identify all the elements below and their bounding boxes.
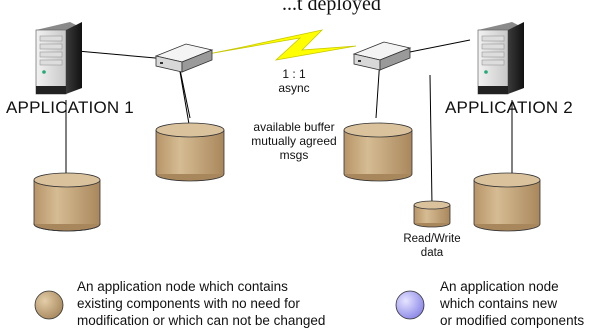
server-app2-icon [477,22,524,95]
lightning-bolt-icon [207,29,357,61]
legend-existing-line-3: modification or which can not be changed [77,313,326,328]
router-right-icon [352,41,412,71]
database-app2-left [343,122,413,182]
link-note-1: available buffer [253,120,335,134]
database-app1-left [33,172,101,232]
legend-new-line-1: An application node [440,279,559,294]
legend-existing-line-2: existing components with no need for [77,296,300,311]
link-mode: async [278,81,310,95]
app2-label: APPLICATION 2 [445,98,573,117]
legend-existing-line-1: An application node which contains [77,279,288,294]
readwrite-label-2: data [420,247,444,259]
link-ratio: 1 : 1 [282,67,306,81]
legend-new-swatch [395,290,425,320]
legend-new-line-2: which contains new [440,296,558,311]
diagram-title: ...t deployed [282,0,381,15]
database-app2-right [473,172,541,232]
server-app1-icon [35,22,82,95]
app1-label: APPLICATION 1 [6,98,134,117]
database-app1-right [155,122,225,182]
readwrite-label-1: Read/Write [403,233,461,245]
router-left-icon [154,43,214,73]
legend-existing-swatch [34,290,64,320]
database-readwrite-small [413,200,451,228]
link-note-3: msgs [279,148,309,162]
link-note-2: mutually agreed [251,134,337,148]
legend-new-line-3: or modified components [440,313,585,328]
